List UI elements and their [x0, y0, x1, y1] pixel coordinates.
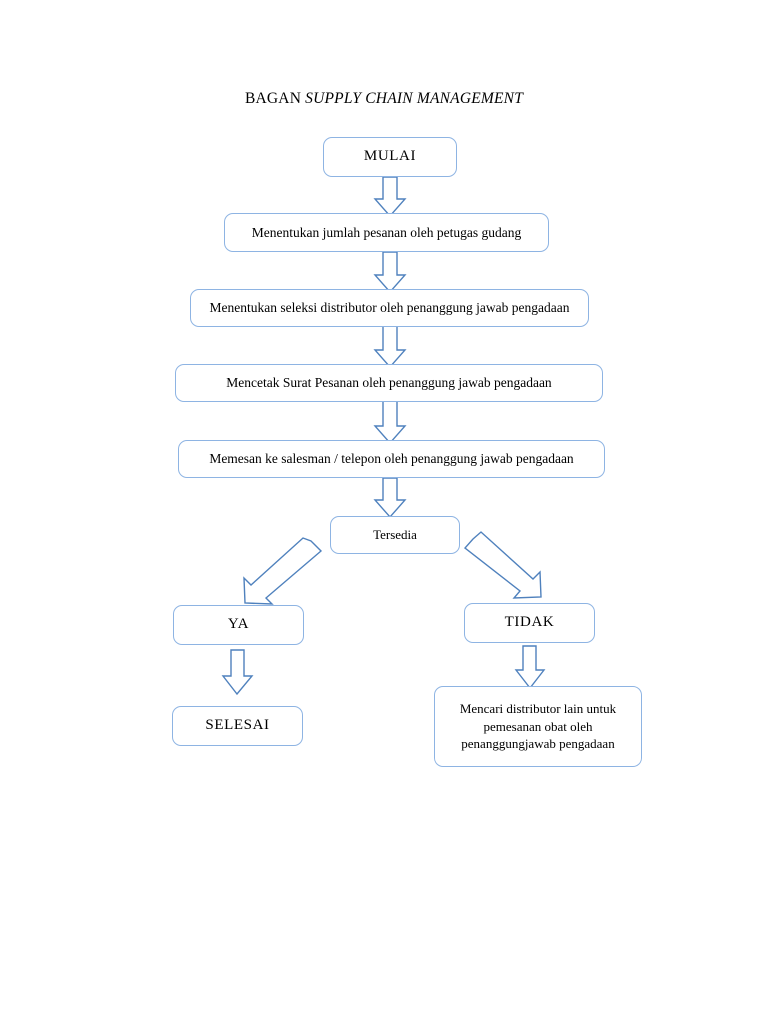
arrow-cetak-to-memesan: [373, 397, 407, 445]
arrow-tersedia-to-ya: [243, 537, 323, 605]
node-mencetak-surat-pesanan[interactable]: Mencetak Surat Pesanan oleh penanggung j…: [175, 364, 603, 402]
node-menentukan-seleksi-label: Menentukan seleksi distributor oleh pena…: [209, 300, 570, 316]
node-mencari-distributor-line-2: pemesanan obat oleh: [483, 718, 593, 734]
node-memesan-salesman-label: Memesan ke salesman / telepon oleh penan…: [209, 451, 574, 467]
arrow-memesan-to-tersedia: [373, 477, 407, 519]
page-title-italic: SUPPLY CHAIN MANAGEMENT: [305, 90, 524, 107]
node-memesan-salesman[interactable]: Memesan ke salesman / telepon oleh penan…: [178, 440, 605, 478]
arrow-seleksi-to-cetak: [373, 321, 407, 369]
node-selesai-label: SELESAI: [205, 717, 270, 734]
page-title: BAGAN SUPPLY CHAIN MANAGEMENT: [0, 90, 768, 108]
page-title-plain: BAGAN: [244, 90, 306, 107]
arrow-mulai-to-jumlah: [373, 176, 407, 218]
node-tidak[interactable]: TIDAK: [464, 603, 595, 643]
arrow-jumlah-to-seleksi: [373, 251, 407, 294]
node-mencari-distributor-line-3: penanggungjawab pengadaan: [461, 736, 615, 752]
node-menentukan-seleksi[interactable]: Menentukan seleksi distributor oleh pena…: [190, 289, 589, 327]
node-mulai-label: MULAI: [363, 148, 417, 165]
node-mencari-distributor-line-1: Mencari distributor lain untuk: [459, 701, 617, 717]
node-tidak-label: TIDAK: [504, 614, 555, 631]
node-selesai[interactable]: SELESAI: [172, 706, 303, 746]
node-ya[interactable]: YA: [173, 605, 304, 645]
node-tersedia[interactable]: Tersedia: [330, 516, 460, 554]
node-menentukan-jumlah[interactable]: Menentukan jumlah pesanan oleh petugas g…: [224, 213, 549, 252]
arrow-tersedia-to-tidak: [463, 531, 542, 599]
arrow-ya-to-selesai: [221, 649, 254, 696]
node-menentukan-jumlah-label: Menentukan jumlah pesanan oleh petugas g…: [251, 224, 522, 240]
node-tersedia-label: Tersedia: [373, 526, 417, 542]
node-mulai[interactable]: MULAI: [323, 137, 457, 177]
node-mencetak-surat-pesanan-label: Mencetak Surat Pesanan oleh penanggung j…: [226, 375, 552, 391]
node-mencari-distributor[interactable]: Mencari distributor lain untuk pemesanan…: [434, 686, 642, 767]
node-ya-label: YA: [227, 616, 250, 633]
arrow-tidak-to-mencari: [514, 645, 546, 690]
